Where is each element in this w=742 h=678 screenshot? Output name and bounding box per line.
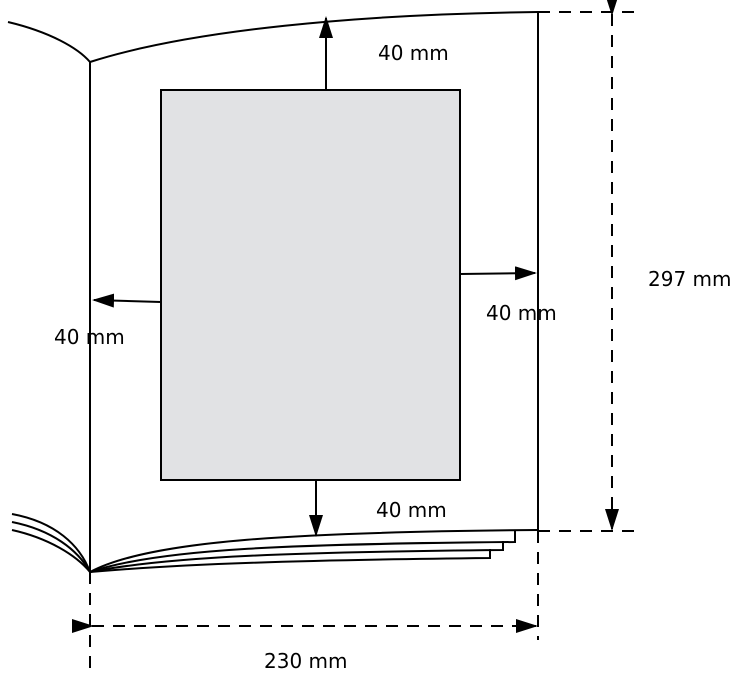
right-margin-label: 40 mm — [486, 301, 557, 325]
right-page-top-curve — [89, 11, 539, 63]
bottom-margin-label: 40 mm — [376, 498, 447, 522]
right-margin-arrow — [459, 266, 537, 281]
top-margin-label: 40 mm — [378, 41, 449, 65]
left-stacked-page-3 — [11, 529, 91, 573]
open-book — [7, 11, 539, 573]
left-margin-label: 40 mm — [54, 325, 125, 349]
page-width-label: 230 mm — [264, 649, 348, 673]
left-margin-arrow — [92, 293, 162, 308]
stacked-page-3 — [89, 549, 491, 573]
page-bottom-curve — [89, 529, 539, 573]
left-stacked-page-2 — [11, 521, 91, 573]
stacked-page-2 — [89, 541, 504, 573]
left-page-top-curve — [7, 21, 91, 63]
left-stacked-page-1 — [11, 513, 91, 573]
margin-arrows — [92, 16, 537, 537]
page-height-label: 297 mm — [648, 267, 732, 291]
stacked-page-1 — [89, 530, 516, 573]
content-area — [160, 89, 461, 481]
